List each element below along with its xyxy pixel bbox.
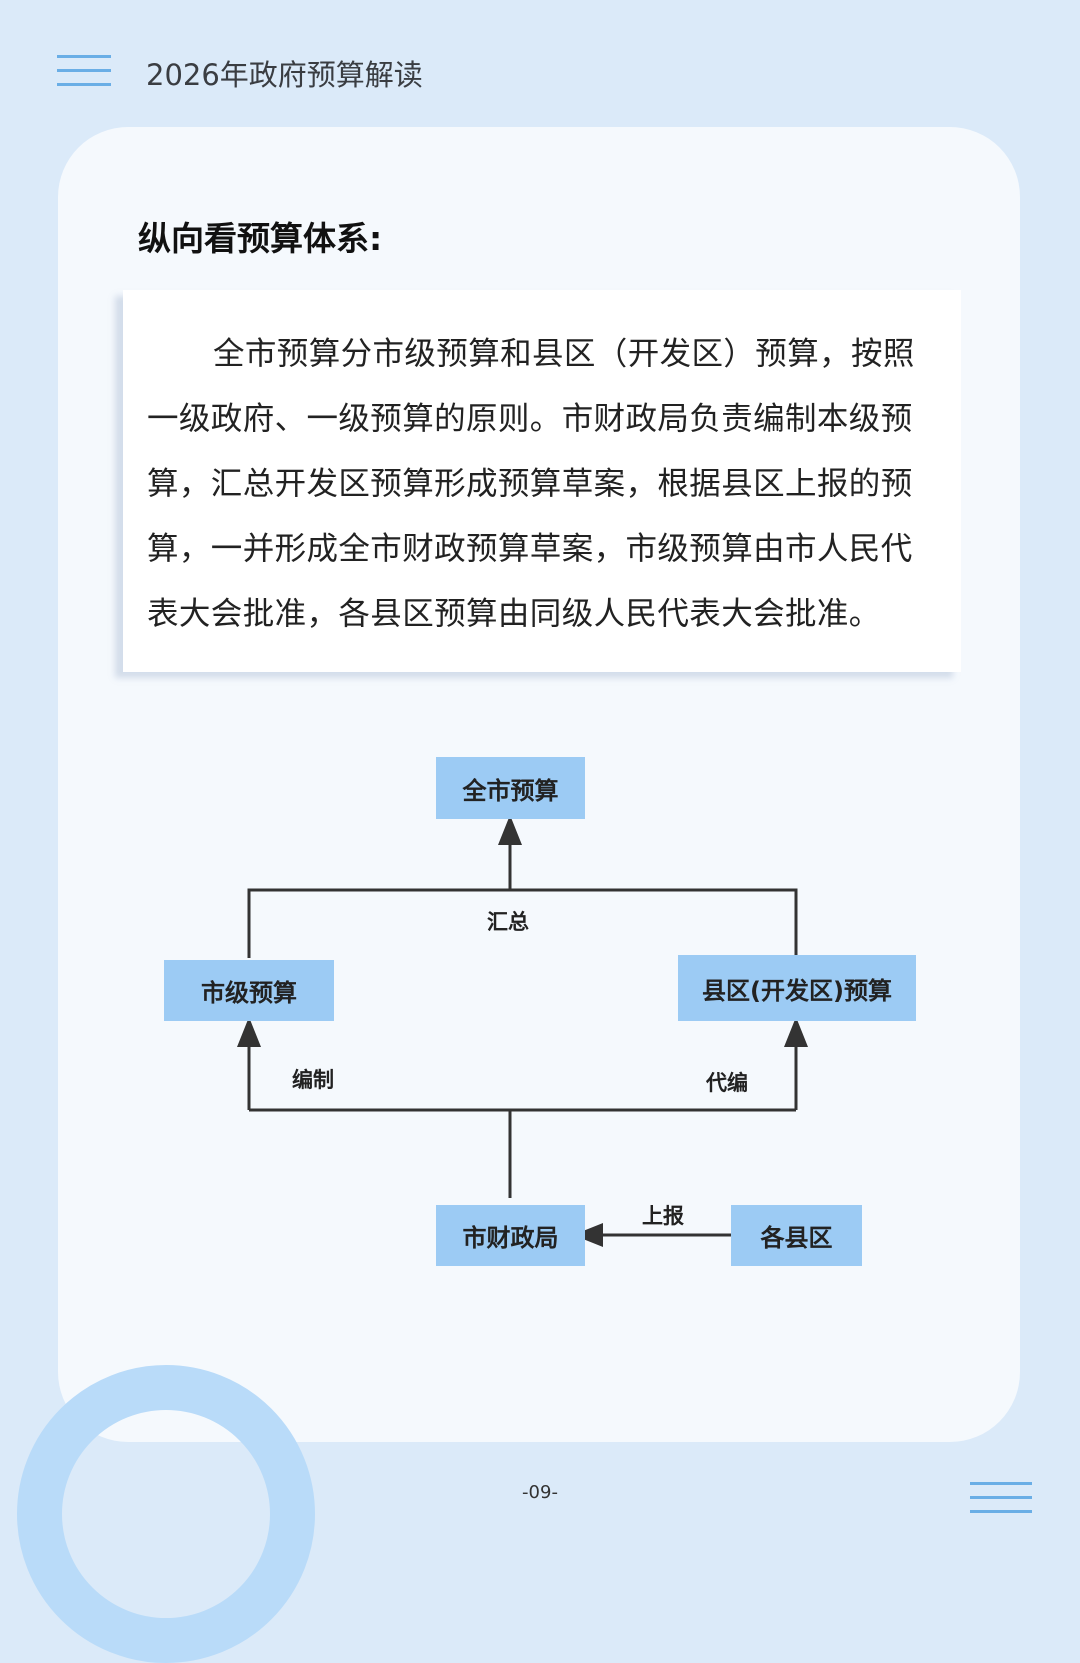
hamburger-icon[interactable] <box>57 55 111 97</box>
node-county: 县区(开发区)预算 <box>678 955 916 1021</box>
page-header-title: 2026年政府预算解读 <box>146 58 423 92</box>
section-heading: 纵向看预算体系: <box>138 219 383 258</box>
edge-summarize <box>247 888 798 958</box>
paragraph-line: 表大会批准，各县区预算由同级人民代表大会批准。 <box>147 596 881 632</box>
node-city-total: 全市预算 <box>436 757 585 819</box>
paragraph-line: 算，一并形成全市财政预算草案，市级预算由市人民代 <box>147 531 913 567</box>
paragraph-line: 一级政府、一级预算的原则。市财政局负责编制本级预 <box>147 401 913 437</box>
node-counties: 各县区 <box>731 1205 862 1266</box>
hamburger-icon <box>970 1482 1032 1524</box>
edge-label-compile-on-behalf: 代编 <box>706 1071 748 1095</box>
page-number: -09- <box>522 1482 558 1503</box>
edge-label-summarize: 汇总 <box>487 910 529 934</box>
decorative-ring <box>17 1365 315 1663</box>
paragraph-line: 全市预算分市级预算和县区（开发区）预算，按照 <box>213 336 915 372</box>
edge-label-compile: 编制 <box>292 1068 334 1092</box>
paragraph-line: 算，汇总开发区预算形成预算草案，根据县区上报的预 <box>147 466 913 502</box>
node-city-level: 市级预算 <box>164 960 334 1021</box>
edge-label-report: 上报 <box>642 1204 684 1228</box>
node-finance-bureau: 市财政局 <box>436 1205 585 1266</box>
paragraph-box: 全市预算分市级预算和县区（开发区）预算，按照 一级政府、一级预算的原则。市财政局… <box>123 290 961 672</box>
diagram-connectors <box>237 815 808 1247</box>
